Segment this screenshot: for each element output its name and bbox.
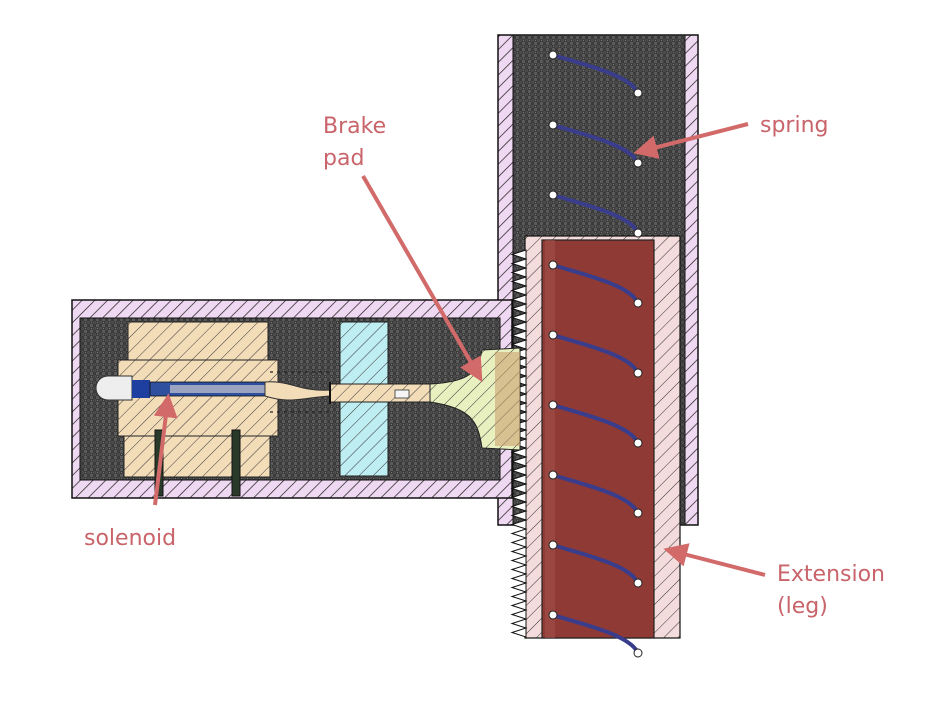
spring-coil-end	[548, 470, 558, 480]
spring-coil	[551, 473, 640, 515]
spring-coil-end	[548, 610, 558, 620]
spring-label: spring	[760, 113, 829, 138]
spring-coil-end	[548, 260, 558, 270]
spring-coil-end	[548, 120, 558, 130]
spring-coil	[551, 333, 640, 375]
spring-coil-end	[633, 648, 643, 658]
spring-coil	[551, 613, 640, 655]
spring-coil	[551, 193, 640, 235]
spring-coil-end	[633, 228, 643, 238]
brake-pad-arrow	[361, 174, 483, 383]
spring-coil-end	[633, 578, 643, 588]
spring-arrow	[633, 122, 749, 159]
spring-coils	[548, 50, 643, 658]
spring-coil-end	[548, 190, 558, 200]
spring-coil-end	[548, 400, 558, 410]
solenoid-arrow	[153, 393, 178, 506]
brake-pad-label-line1: Brake	[323, 114, 386, 139]
spring-coil	[551, 53, 640, 95]
spring-coil-end	[548, 330, 558, 340]
solenoid-housing	[117, 321, 279, 497]
spring-coil-end	[548, 50, 558, 60]
spring-coil	[551, 403, 640, 445]
spring-coil-end	[548, 540, 558, 550]
spring-coil-end	[633, 88, 643, 98]
extension-label-line1: Extension	[777, 562, 885, 587]
spring-coil-end	[633, 298, 643, 308]
spring-coil-end	[633, 508, 643, 518]
solenoid-core	[95, 371, 331, 413]
extension-label-line2: (leg)	[777, 594, 828, 619]
spring-coil-end	[633, 438, 643, 448]
spring-coil	[551, 263, 640, 305]
spring-coil-end	[633, 158, 643, 168]
spring-coil-end	[633, 368, 643, 378]
brake-pad-label-line2: pad	[323, 146, 364, 171]
solenoid-label: solenoid	[84, 526, 176, 551]
extension-arrow	[663, 543, 766, 577]
spring-coil	[551, 543, 640, 585]
